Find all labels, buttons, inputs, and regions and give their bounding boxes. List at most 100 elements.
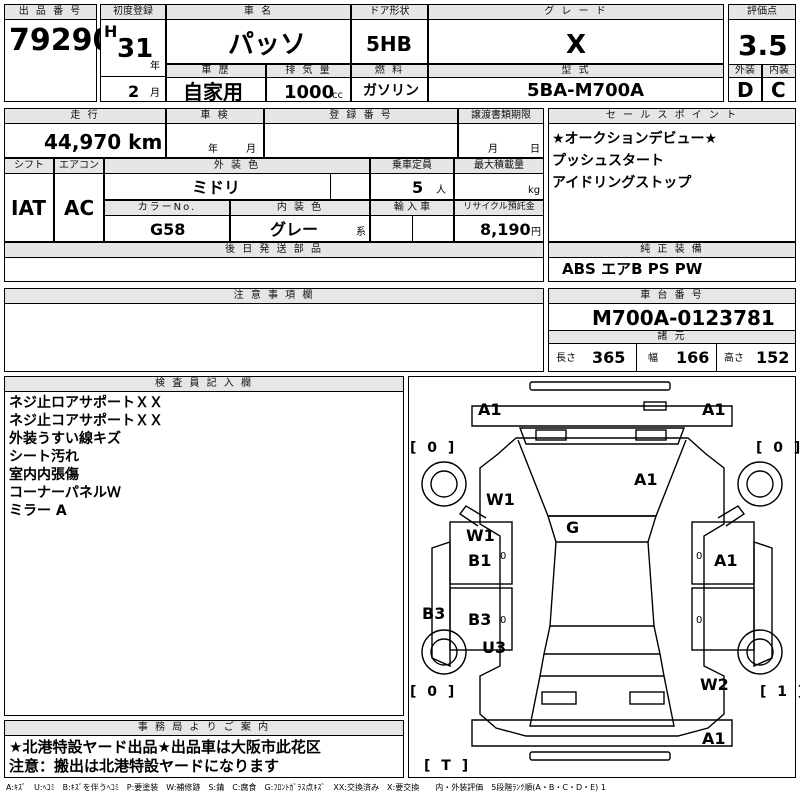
lot-number-label: 出 品 番 号 <box>4 4 97 20</box>
inspector-note: シート汚れ <box>9 449 79 465</box>
color-no: G58 <box>150 220 186 239</box>
damage-mark-front-right: A1 <box>702 400 726 419</box>
car-diagram-box <box>408 376 796 778</box>
lot-number: 79290 <box>9 23 114 58</box>
damage-mark-left-rear-quarter: B3 <box>422 604 446 623</box>
tire-front-left: [ 0 ] <box>410 440 458 456</box>
history-label: 車 歴 <box>166 64 266 78</box>
exterior-grade: D <box>737 78 754 102</box>
first-reg-year: 31 <box>117 34 154 64</box>
mileage: 44,970 km <box>44 130 163 154</box>
ext-color: ミドリ <box>192 178 241 197</box>
score: 3.5 <box>738 29 788 62</box>
ext-color-label: 外 装 色 <box>104 158 370 174</box>
first-reg-label: 初度登録 <box>100 4 166 20</box>
capacity: 5 <box>412 178 424 197</box>
door-label: ドア形状 <box>351 4 428 20</box>
damage-mark-front-left: A1 <box>478 400 502 419</box>
grade-label: グ レ ー ド <box>428 4 724 20</box>
damage-mark-rear-bumper: A1 <box>702 729 726 748</box>
recycle-label: リサイクル預託金 <box>454 200 544 216</box>
inspector-box <box>4 376 404 716</box>
score-label: 評価点 <box>728 4 796 20</box>
model: 5BA-M700A <box>527 80 645 101</box>
model-label: 型 式 <box>428 64 724 78</box>
displacement-unit: cc <box>332 90 343 101</box>
history: 自家用 <box>183 80 243 104</box>
damage-mark-left-front-door-2: B1 <box>468 551 492 570</box>
first-reg-era: H <box>104 22 118 41</box>
int-color-label: 内 装 色 <box>230 200 370 216</box>
length-label: 長さ <box>556 353 576 364</box>
caution-label: 注 意 事 項 欄 <box>4 288 544 304</box>
int-color: グレー <box>270 220 319 239</box>
first-reg-month: 2 <box>128 82 140 101</box>
chassis-label: 車 台 番 号 <box>548 288 796 304</box>
first-reg-box <box>100 4 166 102</box>
later-parts-label: 後 日 発 送 部 品 <box>4 242 544 258</box>
ac-label: エアコン <box>54 158 104 174</box>
tire-rear-right: [ 1 ] <box>760 684 800 700</box>
inspector-note: 外装うすい線キズ <box>9 431 121 447</box>
max-load-label: 最大積載量 <box>454 158 544 174</box>
inspector-note: ネジ止コアサポートＸＸ <box>9 413 163 429</box>
first-reg-year-unit: 年 <box>150 61 160 72</box>
fuel: ガソリン <box>363 83 419 99</box>
chassis-number: M700A-0123781 <box>592 306 775 330</box>
damage-mark-left-front-door: W1 <box>466 526 495 545</box>
damage-mark-left-rear-door: B3 <box>468 610 492 629</box>
door-zero-mark: 0 <box>696 615 703 626</box>
displacement-label: 排 気 量 <box>266 64 351 78</box>
sales-points-box <box>548 108 796 242</box>
car-diagram-sketch <box>421 381 783 761</box>
capacity-label: 乗車定員 <box>370 158 454 174</box>
damage-mark-left-fender: W1 <box>486 490 515 509</box>
interior-label: 内装 <box>762 64 796 78</box>
inspector-note: コーナーパネルＷ <box>9 485 121 501</box>
fuel-label: 燃 料 <box>351 64 428 78</box>
color-no-label: カラーNo. <box>104 200 230 216</box>
door-type: 5HB <box>366 32 412 56</box>
inspector-label: 検 査 員 記 入 欄 <box>4 376 404 392</box>
grade: X <box>566 30 587 60</box>
inspection-year-unit: 年 <box>208 144 218 155</box>
car-name-label: 車 名 <box>166 4 351 20</box>
max-load-unit: kg <box>528 185 541 196</box>
inspector-note: ミラー A <box>9 503 67 519</box>
exterior-label: 外装 <box>728 64 762 78</box>
office-line: ★北港特設ヤード出品★出品車は大阪市此花区 <box>9 738 321 756</box>
transfer-day-unit: 日 <box>530 144 540 155</box>
transfer-month-unit: 月 <box>488 144 498 155</box>
damage-mark-right-front-door: A1 <box>714 551 738 570</box>
sales-point-item: アイドリングストップ <box>552 175 692 191</box>
damage-mark-hood: A1 <box>634 470 658 489</box>
first-reg-month-unit: 月 <box>150 88 160 99</box>
recycle-unit: 円 <box>531 227 541 238</box>
damage-mark-right-rear: W2 <box>700 675 729 694</box>
inspection-label: 車 検 <box>166 108 264 124</box>
inspector-note: 室内内張傷 <box>9 467 79 483</box>
lot-number-box <box>4 4 97 102</box>
sales-point-item: プッシュスタート <box>552 153 664 169</box>
length: 365 <box>592 348 626 367</box>
damage-mark-windshield: G <box>566 518 580 537</box>
door-zero-mark: 0 <box>500 615 507 626</box>
capacity-unit: 人 <box>436 185 446 196</box>
car-name: パッソ <box>228 30 307 60</box>
sales-points-label: セ ー ル ス ポ イ ン ト <box>548 108 796 124</box>
office-label: 事 務 局 よ り ご 案 内 <box>4 720 404 736</box>
interior-grade: C <box>771 78 786 102</box>
door-zero-mark: 0 <box>696 551 703 562</box>
import-label: 輸 入 車 <box>370 200 454 216</box>
transfer-label: 譲渡書類期限 <box>458 108 544 124</box>
inspection-month-unit: 月 <box>246 144 256 155</box>
office-line: 注意：搬出は北港特設ヤードになります <box>9 757 280 775</box>
tire-rear-left: [ 0 ] <box>410 684 458 700</box>
shift: IAT <box>11 196 47 220</box>
ac: AC <box>64 196 95 220</box>
width-label: 幅 <box>648 353 658 364</box>
equipment-label: 純 正 装 備 <box>548 242 796 258</box>
tire-front-right: [ 0 ] <box>756 440 800 456</box>
height: 152 <box>756 348 790 367</box>
height-label: 高さ <box>724 353 744 364</box>
